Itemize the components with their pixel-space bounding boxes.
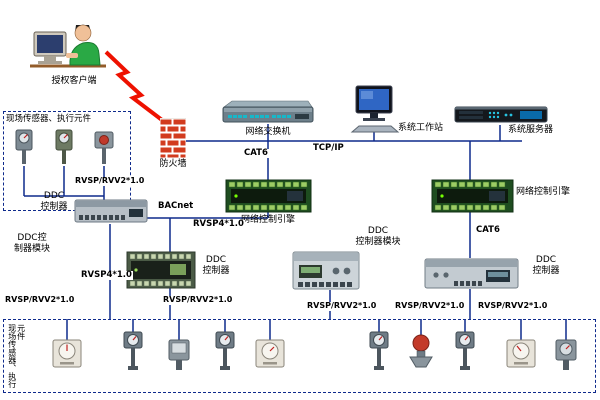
field-devices-top-zone — [3, 111, 131, 211]
firewall-icon — [159, 117, 187, 159]
ddc-controller-mid-icon — [126, 251, 196, 289]
ddc-module-mid-label: DDC 控制器模块 — [355, 226, 401, 247]
duct-sensor-icon — [366, 330, 392, 372]
duct-sensor-icon — [212, 330, 238, 372]
rvsp-bottom-4-label: RVSP/RVV2*1.0 — [394, 301, 466, 311]
thermostat-icon — [255, 338, 285, 370]
lightning-bolt-icon — [104, 50, 164, 122]
duct-sensor-icon — [452, 330, 478, 372]
ddc-controller-left-icon — [74, 197, 148, 225]
rvsp-bottom-1-label: RVSP/RVV2*1.0 — [4, 295, 76, 305]
workstation-label: 系统工作站 — [398, 123, 444, 133]
field-actuator-icon — [90, 126, 118, 168]
ddc-module-left-label: DDC控 制器模块 — [13, 233, 50, 254]
network-switch-label: 网络交换机 — [245, 127, 291, 137]
pressure-switch-icon — [553, 338, 579, 372]
rvsp-bottom-3-label: RVSP/RVV2*1.0 — [306, 301, 378, 311]
duct-sensor-icon — [120, 330, 146, 372]
field-devices-top-label: 现场传感器、执行元件 — [6, 114, 92, 124]
network-engine-left-label: 网络控制引擎 — [240, 215, 295, 225]
ddc-controller-right-icon — [424, 257, 519, 290]
field-devices-bottom-zone — [3, 319, 596, 393]
thermostat-icon — [52, 338, 82, 370]
rvsp-bottom-2-label: RVSP/RVV2*1.0 — [162, 295, 234, 305]
ddc-controller-mid-label: DDC 控制器 — [202, 255, 230, 276]
client-computer-icon — [26, 20, 116, 74]
rvsp-bottom-5-label: RVSP/RVV2*1.0 — [477, 301, 549, 311]
rvsp-top-label: RVSP/RVV2*1.0 — [74, 176, 146, 186]
network-engine-right-label: 网络控制引擎 — [516, 187, 571, 197]
server-label: 系统服务器 — [508, 125, 554, 135]
network-switch-icon — [222, 100, 314, 126]
field-sensor-icon — [50, 126, 78, 168]
thermostat-icon — [506, 338, 536, 370]
client-label: 授权客户端 — [51, 76, 97, 86]
network-engine-right-icon — [431, 179, 514, 213]
rvsp4-drop-label: RVSP4*1.0 — [80, 270, 133, 281]
valve-actuator-icon — [407, 334, 435, 370]
field-sensor-icon — [10, 126, 38, 168]
cat6-switch-label: CAT6 — [243, 148, 269, 159]
tcpip-label: TCP/IP — [312, 143, 345, 154]
ddc-controller-right-label: DDC 控制器 — [532, 255, 560, 276]
server-icon — [454, 103, 548, 126]
field-devices-bottom-label: 现场传感器、执行元件 — [7, 324, 26, 388]
ddc-controller-left-label: DDC 控制器 — [40, 191, 68, 212]
firewall-label: 防火墙 — [159, 159, 187, 169]
cat6-engine-right-label: CAT6 — [475, 225, 501, 236]
workstation-icon — [350, 84, 404, 134]
ddc-module-mid-icon — [292, 250, 360, 291]
network-engine-left-icon — [225, 179, 312, 213]
pressure-switch-icon — [166, 338, 192, 372]
bacnet-label: BACnet — [157, 201, 195, 212]
rvsp4-bus-label: RVSP4*1.0 — [192, 219, 245, 230]
